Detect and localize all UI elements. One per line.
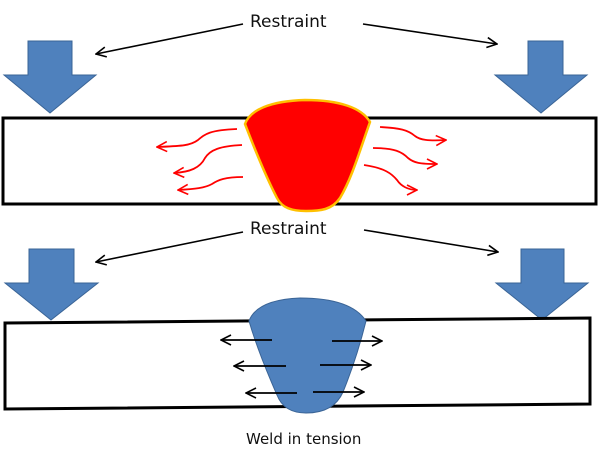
- top-weld-bead: [243, 98, 372, 213]
- restraint-pointer-right: [362, 23, 497, 44]
- restraint-pointer-right-bottom: [363, 229, 498, 252]
- restraint-arrow-left-icon: [2, 40, 98, 114]
- heat-arrow-left-1: [157, 128, 238, 147]
- restraint-arrow-right-bottom-icon: [494, 248, 590, 321]
- restraint-label-bottom: Restraint: [250, 219, 327, 239]
- restraint-arrow-right-icon: [493, 40, 589, 114]
- restraint-arrow-left-bottom-icon: [3, 248, 100, 321]
- restraint-label-top: Restraint: [250, 12, 327, 32]
- heat-arrow-left-2: [174, 144, 243, 173]
- bottom-panel: [3, 229, 592, 414]
- heat-arrow-right-2: [372, 147, 437, 164]
- heat-arrow-right-1: [379, 126, 446, 140]
- top-panel: [1, 23, 598, 213]
- restraint-pointer-left: [96, 23, 244, 54]
- weld-tension-caption: Weld in tension: [246, 430, 362, 448]
- heat-arrow-right-3: [363, 164, 417, 190]
- restraint-pointer-left-bottom: [96, 231, 244, 262]
- heat-arrow-left-3: [178, 176, 244, 190]
